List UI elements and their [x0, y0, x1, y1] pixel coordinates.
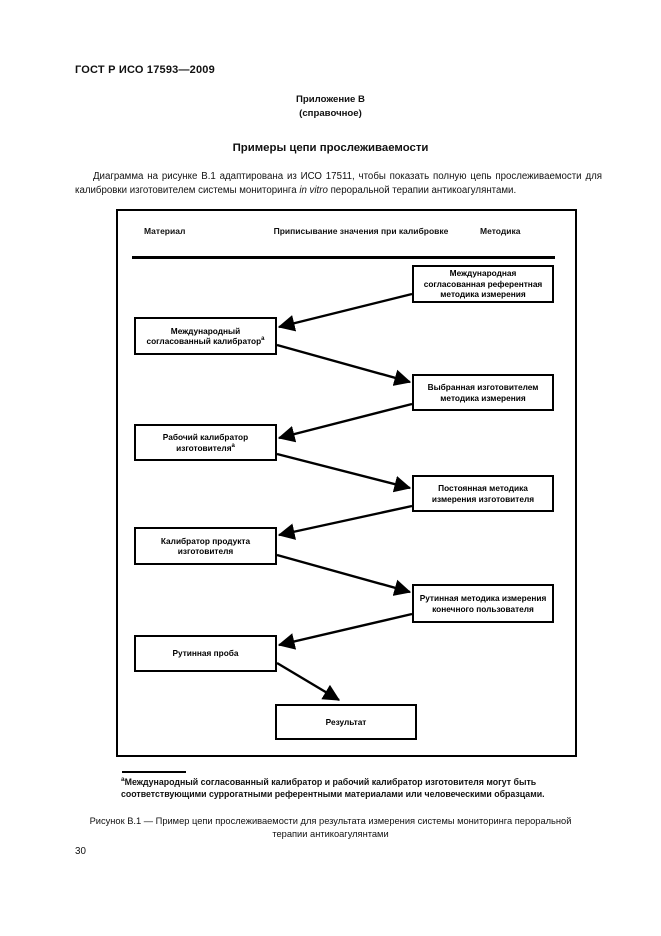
- intro-paragraph: Диаграмма на рисунке В.1 адаптирована из…: [75, 170, 602, 197]
- box-routine-sample: Рутинная проба: [134, 635, 277, 672]
- box-manufacturer-standing-method: Постоянная методика измерения изготовите…: [412, 475, 554, 512]
- intro-italic-term: in vitro: [299, 184, 328, 196]
- appendix-heading: Приложение В (справочное): [0, 93, 661, 121]
- box-international-reference-method: Международная согласованная референтная …: [412, 265, 554, 303]
- section-title: Примеры цепи прослеживаемости: [232, 142, 429, 154]
- arrow-ref-method-to-int-calibrator: [277, 292, 413, 332]
- arrow-routine-sample-to-result: [276, 661, 341, 702]
- column-header-material: Материал: [144, 226, 186, 236]
- arrow-standing-method-to-product-calibrator: [277, 504, 413, 540]
- page-number: 30: [75, 846, 86, 857]
- intro-text-after: пероральной терапии антикоагулянтами.: [327, 184, 517, 196]
- box-manufacturer-working-calibrator: Рабочий калибратор изготовителяа: [134, 424, 277, 461]
- footnote-text: Международный согласованный калибратор и…: [121, 777, 545, 799]
- footnote-rule: [122, 771, 186, 773]
- arrow-int-calibrator-to-selected-method: [276, 343, 412, 386]
- arrow-selected-method-to-working-calibrator: [277, 402, 413, 443]
- appendix-title: Приложение В: [296, 94, 365, 105]
- column-header-method: Методика: [480, 226, 521, 236]
- arrow-product-calibrator-to-routine-method: [276, 553, 412, 596]
- appendix-subtitle: (справочное): [299, 108, 362, 119]
- box-result: Результат: [275, 704, 417, 740]
- arrow-working-calibrator-to-standing-method: [276, 452, 412, 493]
- doc-number: ГОСТ Р ИСО 17593—2009: [75, 64, 215, 76]
- footnote-marker: а: [121, 776, 125, 784]
- arrow-routine-method-to-routine-sample: [277, 612, 413, 650]
- intro-text-before: Диаграмма на рисунке В.1 адаптирована из…: [75, 171, 602, 196]
- box-manufacturer-selected-method: Выбранная изготовителем методика измерен…: [412, 374, 554, 411]
- figure-caption: Рисунок В.1 — Пример цепи прослеживаемос…: [89, 816, 572, 839]
- box-manufacturer-product-calibrator: Калибратор продукта изготовителя: [134, 527, 277, 565]
- footnote: аМеждународный согласованный калибратор …: [121, 776, 547, 800]
- header-rule: [132, 256, 555, 259]
- box-end-user-routine-method: Рутинная методика измерения конечного по…: [412, 584, 554, 623]
- column-header-value-assignment: Приписывание значения при калибровке: [273, 226, 449, 236]
- figure-frame: Материал Приписывание значения при калиб…: [116, 209, 577, 757]
- box-international-calibrator: Международный согласованный калибратора: [134, 317, 277, 355]
